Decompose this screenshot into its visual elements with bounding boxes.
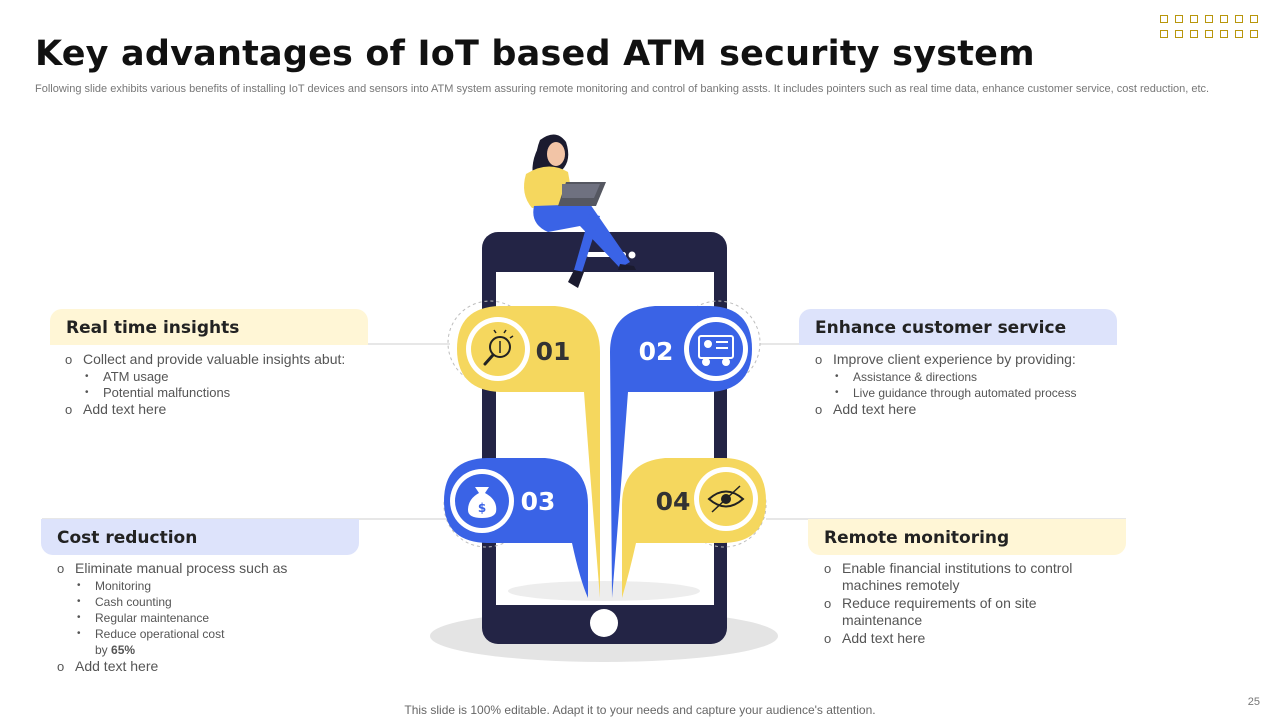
bubble-04: 04 [622, 458, 766, 598]
list-item: Add text here [57, 658, 377, 675]
halo-02 [675, 300, 761, 386]
remote-monitoring-content: Enable financial institutions to control… [824, 560, 1144, 648]
slide-subtitle: Following slide exhibits various benefit… [35, 83, 1210, 95]
bubble-03: $ 03 [444, 458, 588, 598]
list-item-line: Reduce requirements of on site [842, 595, 1037, 611]
list-subitem: Regular maintenance [57, 610, 377, 626]
customer-service-content: Improve client experience by providing: … [815, 351, 1155, 419]
list-subitem: Live guidance through automated process [815, 385, 1155, 401]
list-item: Improve client experience by providing: [815, 351, 1155, 368]
list-subitem: Potential malfunctions [65, 385, 425, 401]
halo-04 [681, 462, 767, 548]
remote-monitoring-title: Remote monitoring [824, 528, 1010, 548]
svg-text:$: $ [478, 501, 486, 515]
bubble-number-01: 01 [536, 337, 571, 366]
list-subitem: Assistance & directions [815, 369, 1155, 385]
real-time-insights-content: Collect and provide valuable insights ab… [65, 351, 425, 419]
list-subitem: Cash counting [57, 594, 377, 610]
slide-title: Key advantages of IoT based ATM security… [35, 34, 1035, 74]
list-item: Add text here [824, 630, 1144, 647]
page-number: 25 [1247, 696, 1260, 708]
list-item: Add text here [815, 401, 1155, 418]
customer-service-title: Enhance customer service [815, 318, 1067, 338]
bubble-number-02: 02 [639, 337, 674, 366]
eye-monitoring-icon [707, 485, 745, 513]
list-subitem: ATM usage [65, 369, 425, 385]
bubble-01: 01 [457, 306, 600, 598]
list-subitem-text: Reduce operational cost [95, 627, 225, 641]
customer-service-icon [698, 335, 734, 366]
list-subitem: Monitoring [57, 578, 377, 594]
bubble-number-04: 04 [656, 487, 691, 516]
bubble-number-03: 03 [521, 487, 556, 516]
money-bag-icon: $ [468, 487, 497, 518]
list-subitem-continuation: by 65% [57, 642, 377, 658]
list-item: Reduce requirements of on site maintenan… [824, 595, 1144, 629]
list-subitem-text: by [95, 643, 108, 657]
list-item: Eliminate manual process such as [57, 560, 377, 577]
real-time-insights-title: Real time insights [66, 318, 240, 338]
cost-reduction-header: Cost reduction [41, 519, 359, 555]
list-item-line: Enable financial institutions to control [842, 560, 1073, 576]
list-subitem: Reduce operational cost [57, 626, 377, 642]
woman-with-laptop-illustration [524, 134, 636, 288]
list-item: Collect and provide valuable insights ab… [65, 351, 425, 368]
idea-search-icon [483, 329, 514, 366]
smartphone-illustration [482, 232, 727, 644]
slide-footer: This slide is 100% editable. Adapt it to… [404, 703, 876, 717]
customer-service-header: Enhance customer service [799, 309, 1117, 345]
list-item-line: maintenance [842, 612, 923, 628]
list-item-line: machines remotely [842, 577, 960, 593]
remote-monitoring-header: Remote monitoring [808, 519, 1126, 555]
cost-reduction-title: Cost reduction [57, 528, 198, 548]
decorative-squares-grid [1160, 15, 1262, 38]
cost-reduction-content: Eliminate manual process such as Monitor… [57, 560, 377, 676]
bubble-02: 02 [610, 306, 752, 598]
list-item: Enable financial institutions to control… [824, 560, 1144, 594]
real-time-insights-header: Real time insights [50, 309, 368, 345]
cost-percentage: 65% [111, 643, 136, 657]
list-item: Add text here [65, 401, 425, 418]
